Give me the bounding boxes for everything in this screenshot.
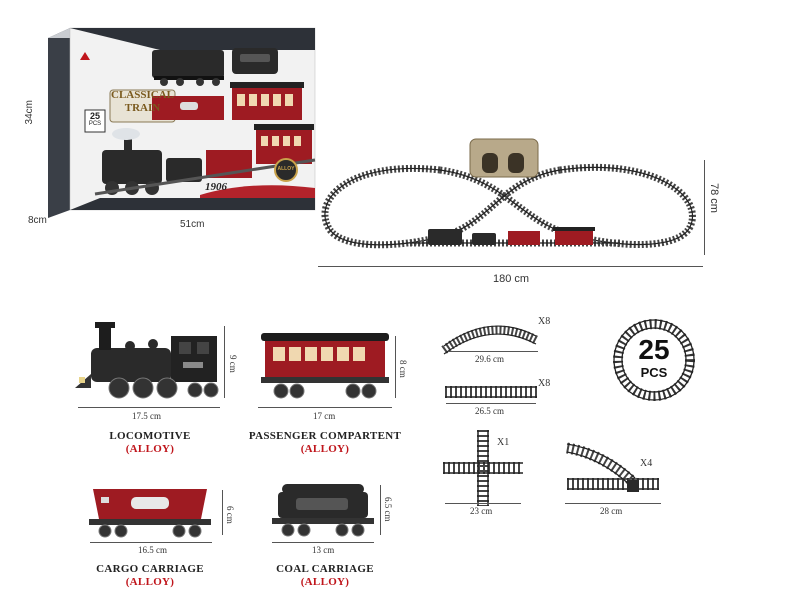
coal-material: (ALLOY) (300, 576, 350, 588)
locomotive-length: 17.5 cm (132, 411, 161, 421)
cargo-name: CARGO CARRIAGE (96, 563, 204, 575)
box-pcs-label: PCS (88, 121, 102, 127)
layout-height-line (704, 160, 705, 255)
straight-track-line (446, 403, 536, 404)
pcs-count-number: 25 (638, 334, 670, 365)
passenger-height-line (395, 336, 396, 398)
passenger-name: PASSENGER COMPARTENT (248, 430, 402, 442)
layout-width-dim: 180 cm (493, 273, 530, 285)
box-width-dim: 51cm (180, 219, 205, 230)
straight-track-size: 26.5 cm (475, 406, 504, 416)
box-alloy-badge: ALLOY (277, 166, 295, 172)
cargo-height-line (222, 490, 223, 535)
passenger-car-image (255, 333, 395, 403)
coal-width-line (272, 542, 374, 543)
layout-height-dim: 78 cm (708, 183, 720, 213)
switch-track-size: 28 cm (600, 506, 623, 516)
coal-height-line (380, 485, 381, 535)
product-box: CLASSICAL TRAIN 25 PCS 1906 ALLOY (40, 10, 320, 225)
box-height-dim: 34cm (24, 100, 35, 125)
box-pcs-number: 25 (89, 111, 100, 121)
cross-track-image (443, 430, 523, 506)
cross-track-size: 23 cm (470, 506, 493, 516)
straight-track-image (445, 382, 537, 402)
curved-track-line (448, 351, 538, 352)
pcs-count-label: PCS (640, 365, 668, 380)
box-brand-line2: TRAIN (124, 102, 161, 114)
box-brand-line1: CLASSICAL (111, 89, 174, 101)
cross-track-line (445, 503, 521, 504)
passenger-height: 8 cm (398, 360, 408, 378)
passenger-material: (ALLOY) (300, 443, 350, 455)
coal-name: COAL CARRIAGE (276, 563, 374, 575)
track-layout (310, 135, 710, 270)
curved-track-qty: X8 (538, 316, 551, 327)
cargo-height: 6 cm (225, 506, 235, 524)
cross-track-qty: X1 (497, 437, 510, 448)
locomotive-image (75, 322, 225, 402)
coal-car-image (268, 482, 378, 540)
layout-width-line (318, 266, 703, 267)
locomotive-width-line (78, 407, 220, 408)
curved-track-image (440, 318, 540, 356)
locomotive-height-line (224, 326, 225, 398)
switch-track-image (563, 442, 663, 497)
coal-height: 6.5 cm (383, 497, 393, 522)
locomotive-material: (ALLOY) (125, 443, 175, 455)
box-year: 1906 (205, 181, 227, 193)
locomotive-height: 9 cm (228, 355, 238, 373)
switch-track-qty: X4 (640, 458, 653, 469)
pcs-count-badge: 25 PCS (612, 318, 696, 402)
cargo-material: (ALLOY) (125, 576, 175, 588)
cargo-car-image (85, 487, 215, 539)
curved-track-size: 29.6 cm (475, 354, 504, 364)
cargo-length: 16.5 cm (138, 545, 167, 555)
passenger-width-line (258, 407, 392, 408)
switch-track-line (565, 503, 661, 504)
cargo-width-line (90, 542, 212, 543)
straight-track-qty: X8 (538, 378, 551, 389)
box-depth-dim: 8cm (28, 215, 47, 226)
locomotive-name: LOCOMOTIVE (109, 430, 191, 442)
coal-length: 13 cm (312, 545, 335, 555)
passenger-length: 17 cm (313, 411, 336, 421)
